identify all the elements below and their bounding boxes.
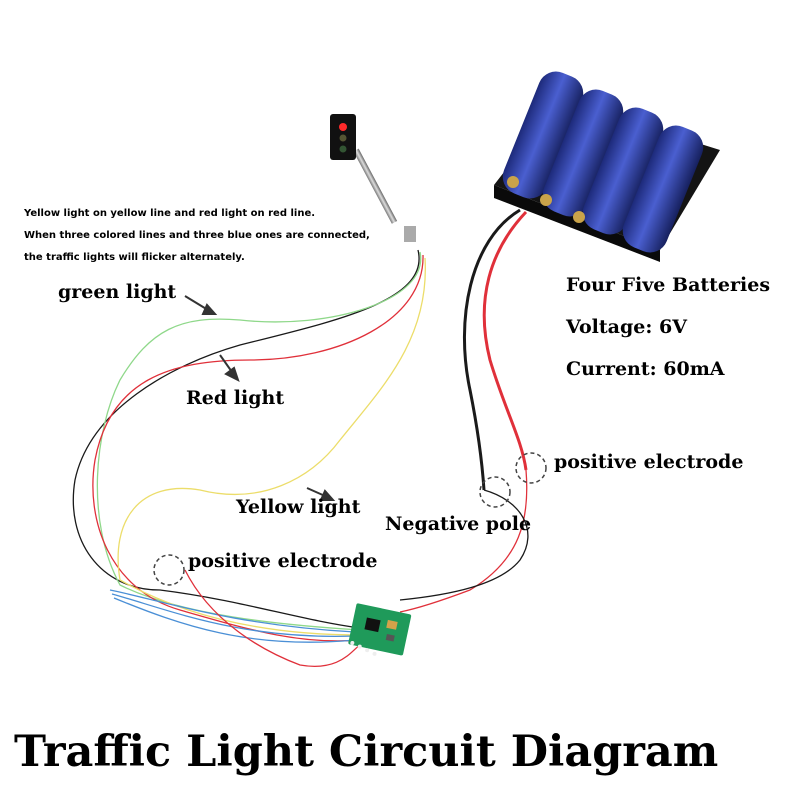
marker-positive-left	[153, 554, 185, 586]
label-yellow-light: Yellow light	[236, 496, 361, 518]
battery-red-wire	[482, 210, 528, 471]
wire-red-loop	[184, 569, 361, 667]
label-negative-pole: Negative pole	[385, 513, 532, 535]
marker-negative	[479, 476, 511, 508]
arrow-red	[219, 354, 233, 373]
battery-voltage: Voltage: 6V	[566, 316, 687, 338]
wire-red-signal	[92, 254, 424, 642]
arrow-yellow	[306, 487, 326, 497]
label-red-light: Red light	[186, 387, 285, 409]
traffic-light-base	[404, 226, 416, 242]
note-line-1: Yellow light on yellow line and red ligh…	[24, 208, 316, 219]
wire-blue-2	[111, 593, 356, 638]
battery-2	[542, 89, 624, 217]
battery-3	[582, 107, 664, 235]
note-line-3: the traffic lights will flicker alternat…	[24, 252, 245, 263]
controller-board	[348, 603, 412, 656]
battery-holder	[494, 71, 720, 262]
red-lamp	[339, 123, 347, 131]
wire-green	[96, 251, 422, 631]
battery-4	[622, 125, 704, 253]
traffic-light-pole	[353, 148, 398, 224]
arrow-green	[184, 295, 209, 311]
green-lamp	[339, 145, 347, 153]
chip	[364, 617, 381, 633]
marker-positive-right	[515, 452, 547, 484]
wire-black-battery	[399, 489, 529, 601]
battery-black-wire	[462, 208, 521, 491]
annotation-arrows	[184, 295, 336, 501]
wire-yellow	[117, 257, 426, 636]
battery-1	[502, 71, 584, 199]
wire-blue-1	[109, 589, 356, 633]
wire-black	[72, 249, 420, 629]
battery-current: Current: 60mA	[566, 358, 725, 380]
label-positive-electrode-left: positive electrode	[188, 550, 378, 572]
wire-blue-3	[113, 597, 356, 643]
traffic-light	[330, 114, 416, 242]
battery-name: Four Five Batteries	[566, 274, 771, 296]
note-line-2: When three colored lines and three blue …	[24, 230, 370, 241]
diagram-title: Traffic Light Circuit Diagram	[14, 727, 719, 777]
signal-wires	[72, 249, 529, 667]
yellow-lamp	[339, 134, 347, 142]
label-green-light: green light	[58, 281, 177, 303]
wire-red-battery	[399, 469, 528, 613]
label-positive-electrode-right: positive electrode	[554, 451, 744, 473]
